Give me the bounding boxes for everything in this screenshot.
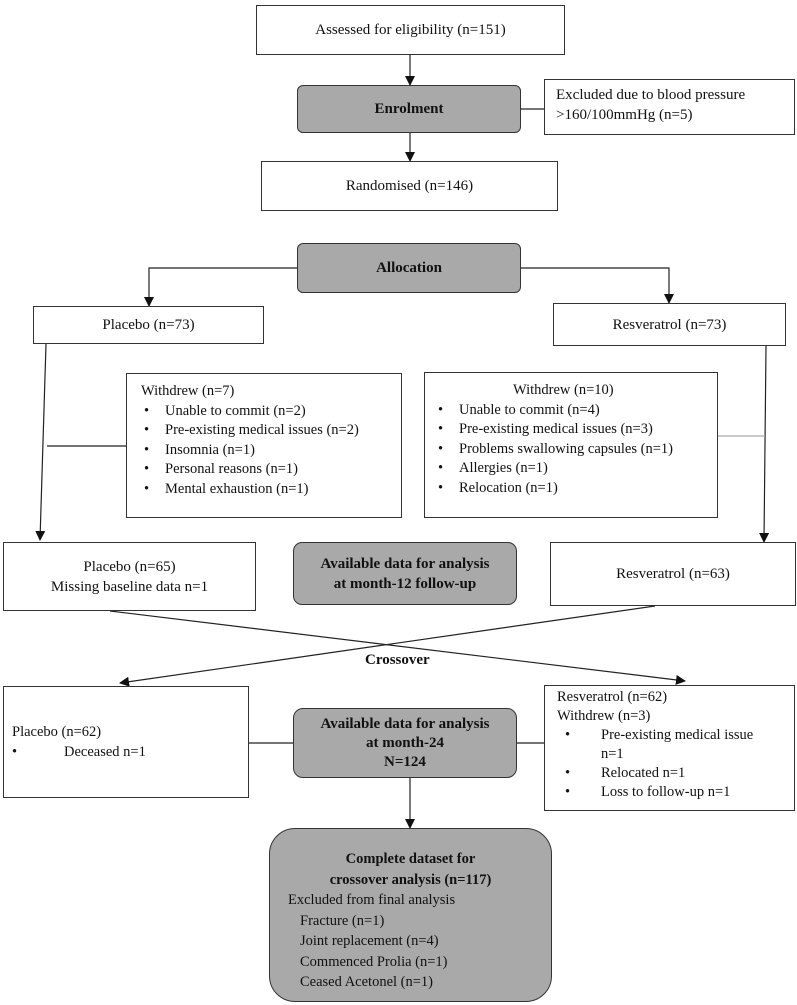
placebo-24-box: Placebo (n=62) • Deceased n=1 (3, 686, 249, 798)
crossover-label: Crossover (365, 652, 430, 668)
arrow-allocation-placebo (144, 267, 297, 307)
resveratrol-12-box: Resveratrol (n=63) (550, 542, 796, 606)
enrolment-label: Enrolment (374, 101, 444, 117)
withdrew-left-title: Withdrew (n=7) (141, 383, 235, 399)
resveratrol-24-item-text: Loss to follow-up n=1 (601, 784, 731, 800)
withdrew-left-item: Personal reasons (n=1) (141, 460, 401, 480)
placebo-12-line-1: Placebo (n=65) (83, 558, 176, 575)
withdrew-right-list: Unable to commit (n=4) Pre-existing medi… (435, 401, 717, 499)
placebo-24-item-text: Deceased n=1 (64, 743, 146, 760)
placebo-group-box: Placebo (n=73) (33, 306, 264, 344)
excluded-box: Excluded due to blood pressure >160/100m… (544, 79, 795, 135)
resveratrol-24-item: • Relocated n=1 (557, 764, 794, 783)
placebo-24-item: • Deceased n=1 (12, 743, 248, 763)
available-12-line-1: Available data for analysis (320, 555, 490, 572)
enrolment-box: Enrolment (297, 85, 521, 133)
arrow-placebo-placebo12 (35, 343, 47, 541)
resveratrol-group-text: Resveratrol (n=73) (612, 316, 727, 333)
resveratrol-group-box: Resveratrol (n=73) (553, 303, 786, 346)
withdrew-left-item: Mental exhaustion (n=1) (141, 480, 401, 500)
available-12-box: Available data for analysis at month-12 … (293, 542, 517, 605)
withdrew-right-item: Pre-existing medical issues (n=3) (435, 420, 717, 440)
complete-title-1: Complete dataset for (345, 851, 476, 867)
withdrew-left-item: Pre-existing medical issues (n=2) (141, 421, 401, 441)
resveratrol-12-text: Resveratrol (n=63) (616, 566, 730, 582)
resveratrol-24-box: Resveratrol (n=62) Withdrew (n=3) • Pre-… (544, 685, 795, 811)
placebo-24-title: Placebo (n=62) (12, 724, 102, 740)
complete-item: Commenced Prolia (n=1) (300, 953, 448, 970)
bullet: • (565, 765, 571, 781)
available-24-line-2: at month-24 (366, 734, 444, 751)
withdrew-left-item: Unable to commit (n=2) (141, 402, 401, 422)
excluded-line-1: Excluded due to blood pressure (556, 87, 746, 103)
bullet: • (12, 743, 18, 760)
randomised-box: Randomised (n=146) (261, 161, 558, 211)
placebo-12-line-2: Missing baseline data n=1 (50, 578, 209, 595)
withdrew-right-item: Problems swallowing capsules (n=1) (435, 440, 717, 460)
placebo-12-box: Placebo (n=65) Missing baseline data n=1 (3, 542, 256, 611)
available-24-line-3: N=124 (384, 753, 426, 770)
withdrew-right-item: Relocation (n=1) (435, 479, 717, 499)
withdrew-right-item: Unable to commit (n=4) (435, 401, 717, 421)
crossover-arrow-to-placebo (119, 605, 656, 687)
resveratrol-24-item: • Pre-existing medical issue (557, 726, 794, 745)
arrow-allocation-resveratrol (521, 267, 674, 304)
arrow-resveratrol-resveratrol12 (759, 345, 770, 543)
available-24-line-1: Available data for analysis (320, 715, 490, 732)
complete-item: Fracture (n=1) (300, 912, 385, 929)
available-24-box: Available data for analysis at month-24 … (293, 708, 517, 778)
available-12-line-2: at month-12 follow-up (333, 575, 477, 592)
complete-excluded-title: Excluded from final analysis (288, 892, 456, 908)
withdrew-left-box: Withdrew (n=7) Unable to commit (n=2) Pr… (126, 373, 402, 518)
withdrew-right-box: Withdrew (n=10) Unable to commit (n=4) P… (424, 372, 718, 518)
resveratrol-24-title: Resveratrol (n=62) (557, 689, 668, 705)
allocation-box: Allocation (297, 243, 521, 293)
eligibility-box: Assessed for eligibility (n=151) (256, 5, 565, 55)
withdrew-left-item: Insomnia (n=1) (141, 441, 401, 461)
eligibility-text: Assessed for eligibility (n=151) (315, 22, 506, 38)
complete-item: Ceased Acetonel (n=1) (300, 974, 433, 990)
withdrew-left-list: Unable to commit (n=2) Pre-existing medi… (141, 402, 401, 500)
bullet: • (565, 727, 571, 743)
resveratrol-24-item-cont: n=1 (601, 746, 624, 762)
complete-item: Joint replacement (n=4) (300, 933, 439, 949)
randomised-text: Randomised (n=146) (345, 178, 474, 194)
complete-dataset-box: Complete dataset for crossover analysis … (269, 828, 552, 1002)
resveratrol-24-item-text: Pre-existing medical issue (601, 727, 754, 743)
withdrew-right-title: Withdrew (n=10) (513, 382, 614, 398)
complete-title-2: crossover analysis (n=117) (329, 871, 492, 888)
crossover-arrow-to-resveratrol (109, 610, 686, 685)
allocation-label: Allocation (376, 260, 442, 276)
placebo-group-text: Placebo (n=73) (102, 317, 195, 333)
resveratrol-24-item-text: Relocated n=1 (601, 765, 686, 781)
resveratrol-24-subtitle: Withdrew (n=3) (557, 708, 651, 724)
excluded-line-2: >160/100mmHg (n=5) (556, 107, 693, 123)
withdrew-right-item: Allergies (n=1) (435, 459, 717, 479)
resveratrol-24-item: • Loss to follow-up n=1 (557, 783, 794, 802)
bullet: • (565, 784, 571, 800)
